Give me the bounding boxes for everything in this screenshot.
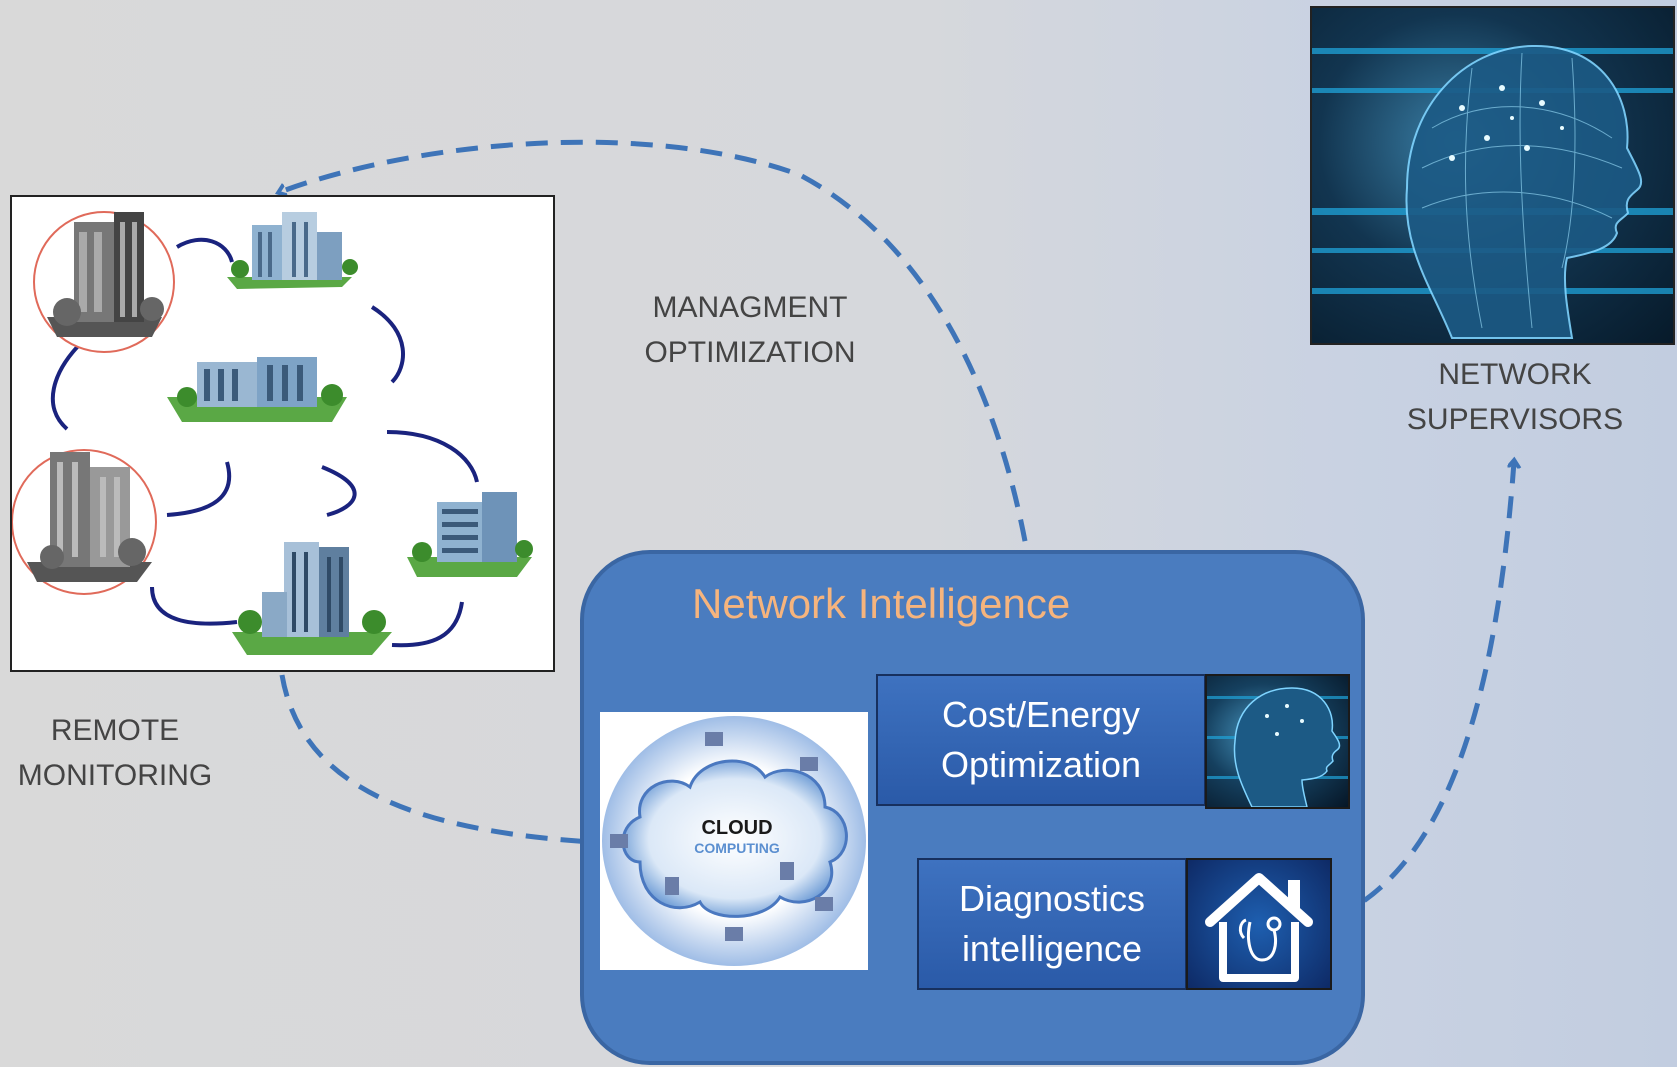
supervisors-label-line1: NETWORK [1438,358,1592,391]
cost-energy-card: Cost/Energy Optimization [876,674,1206,806]
computing-label: COMPUTING [694,840,780,856]
management-optimization-label: MANAGMENT OPTIMIZATION [620,285,880,375]
remote-label-line1: REMOTE [50,714,180,747]
brain-head-icon [1205,674,1350,809]
management-label-line2: OPTIMIZATION [644,336,856,369]
cloud-computing-icon: CLOUD COMPUTING [600,712,868,970]
remote-label-line2: MONITORING [17,759,213,792]
office-building-icon [12,211,533,655]
cost-energy-line2: Optimization [940,744,1142,785]
buildings-network-image [10,195,555,672]
supervisor-arrow [1332,462,1514,921]
supervisors-label-line2: SUPERVISORS [1406,403,1624,436]
network-supervisors-label: NETWORK SUPERVISORS [1395,352,1635,442]
management-arrow [280,139,1045,681]
network-intelligence-title: Network Intelligence [692,580,1071,627]
diagnostics-line1: Diagnostics [958,878,1146,919]
diagnostics-card: Diagnostics intelligence [917,858,1187,990]
cost-energy-line1: Cost/Energy [941,694,1141,735]
cloud-label: CLOUD [701,817,772,839]
remote-monitoring-label: REMOTE MONITORING [0,708,230,798]
home-stethoscope-icon [1186,858,1332,990]
brain-head-icon [1310,6,1675,345]
management-label-line1: MANAGMENT [652,291,848,324]
monitoring-arrow [279,674,592,842]
diagnostics-line2: intelligence [961,928,1143,969]
